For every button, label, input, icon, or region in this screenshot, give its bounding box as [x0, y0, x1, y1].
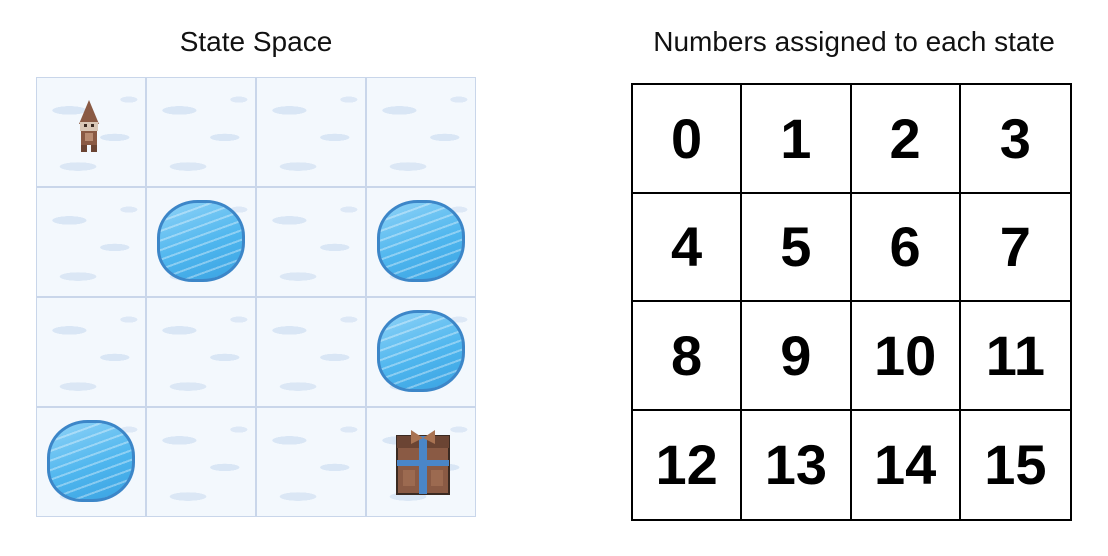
- tile-frozen: [37, 298, 145, 406]
- tile-hole: [147, 188, 255, 296]
- gift-box-icon: [396, 430, 450, 495]
- tile-frozen: [257, 78, 365, 186]
- tile-hole: [367, 188, 475, 296]
- tile-frozen: [147, 298, 255, 406]
- tile-goal: [367, 408, 475, 516]
- state-number-cell: 0: [633, 85, 743, 194]
- tile-frozen: [257, 298, 365, 406]
- tile-hole: [37, 408, 145, 516]
- state-number-cell: 11: [960, 302, 1070, 411]
- tile-frozen: [147, 78, 255, 186]
- ice-hole-icon: [377, 200, 465, 282]
- state-number-cell: 7: [960, 194, 1070, 302]
- state-number-cell: 2: [851, 85, 961, 194]
- state-numbers-title: Numbers assigned to each state: [653, 26, 1055, 57]
- state-number-cell: 8: [633, 302, 743, 411]
- state-number-cell: 9: [742, 302, 852, 411]
- state-number-cell: 3: [960, 85, 1070, 194]
- tile-frozen: [257, 408, 365, 516]
- state-space-title: State Space: [179, 26, 333, 57]
- state-number-cell: 15: [984, 433, 1047, 497]
- state-number-cell: 10: [851, 302, 961, 411]
- elf-icon: [79, 100, 99, 152]
- ice-hole-icon: [377, 310, 465, 392]
- tile-hole: [367, 298, 475, 406]
- tile-frozen: [367, 78, 475, 186]
- state-number-cell: 14: [852, 410, 961, 519]
- state-number-cell: 12: [633, 410, 743, 519]
- state-number-cell: 1: [742, 85, 852, 194]
- state-number-cell: 5: [742, 193, 852, 302]
- ice-hole-icon: [47, 420, 135, 502]
- tile-frozen: [257, 188, 365, 296]
- tile-frozen: [147, 408, 255, 516]
- state-number-cell: 6: [851, 193, 961, 302]
- state-space-grid: [36, 77, 476, 517]
- state-number-cell: 13: [742, 410, 852, 519]
- ice-hole-icon: [157, 200, 245, 282]
- tile-frozen: [37, 188, 145, 296]
- tile-start: [37, 78, 145, 186]
- state-number-cell: 4: [633, 193, 743, 302]
